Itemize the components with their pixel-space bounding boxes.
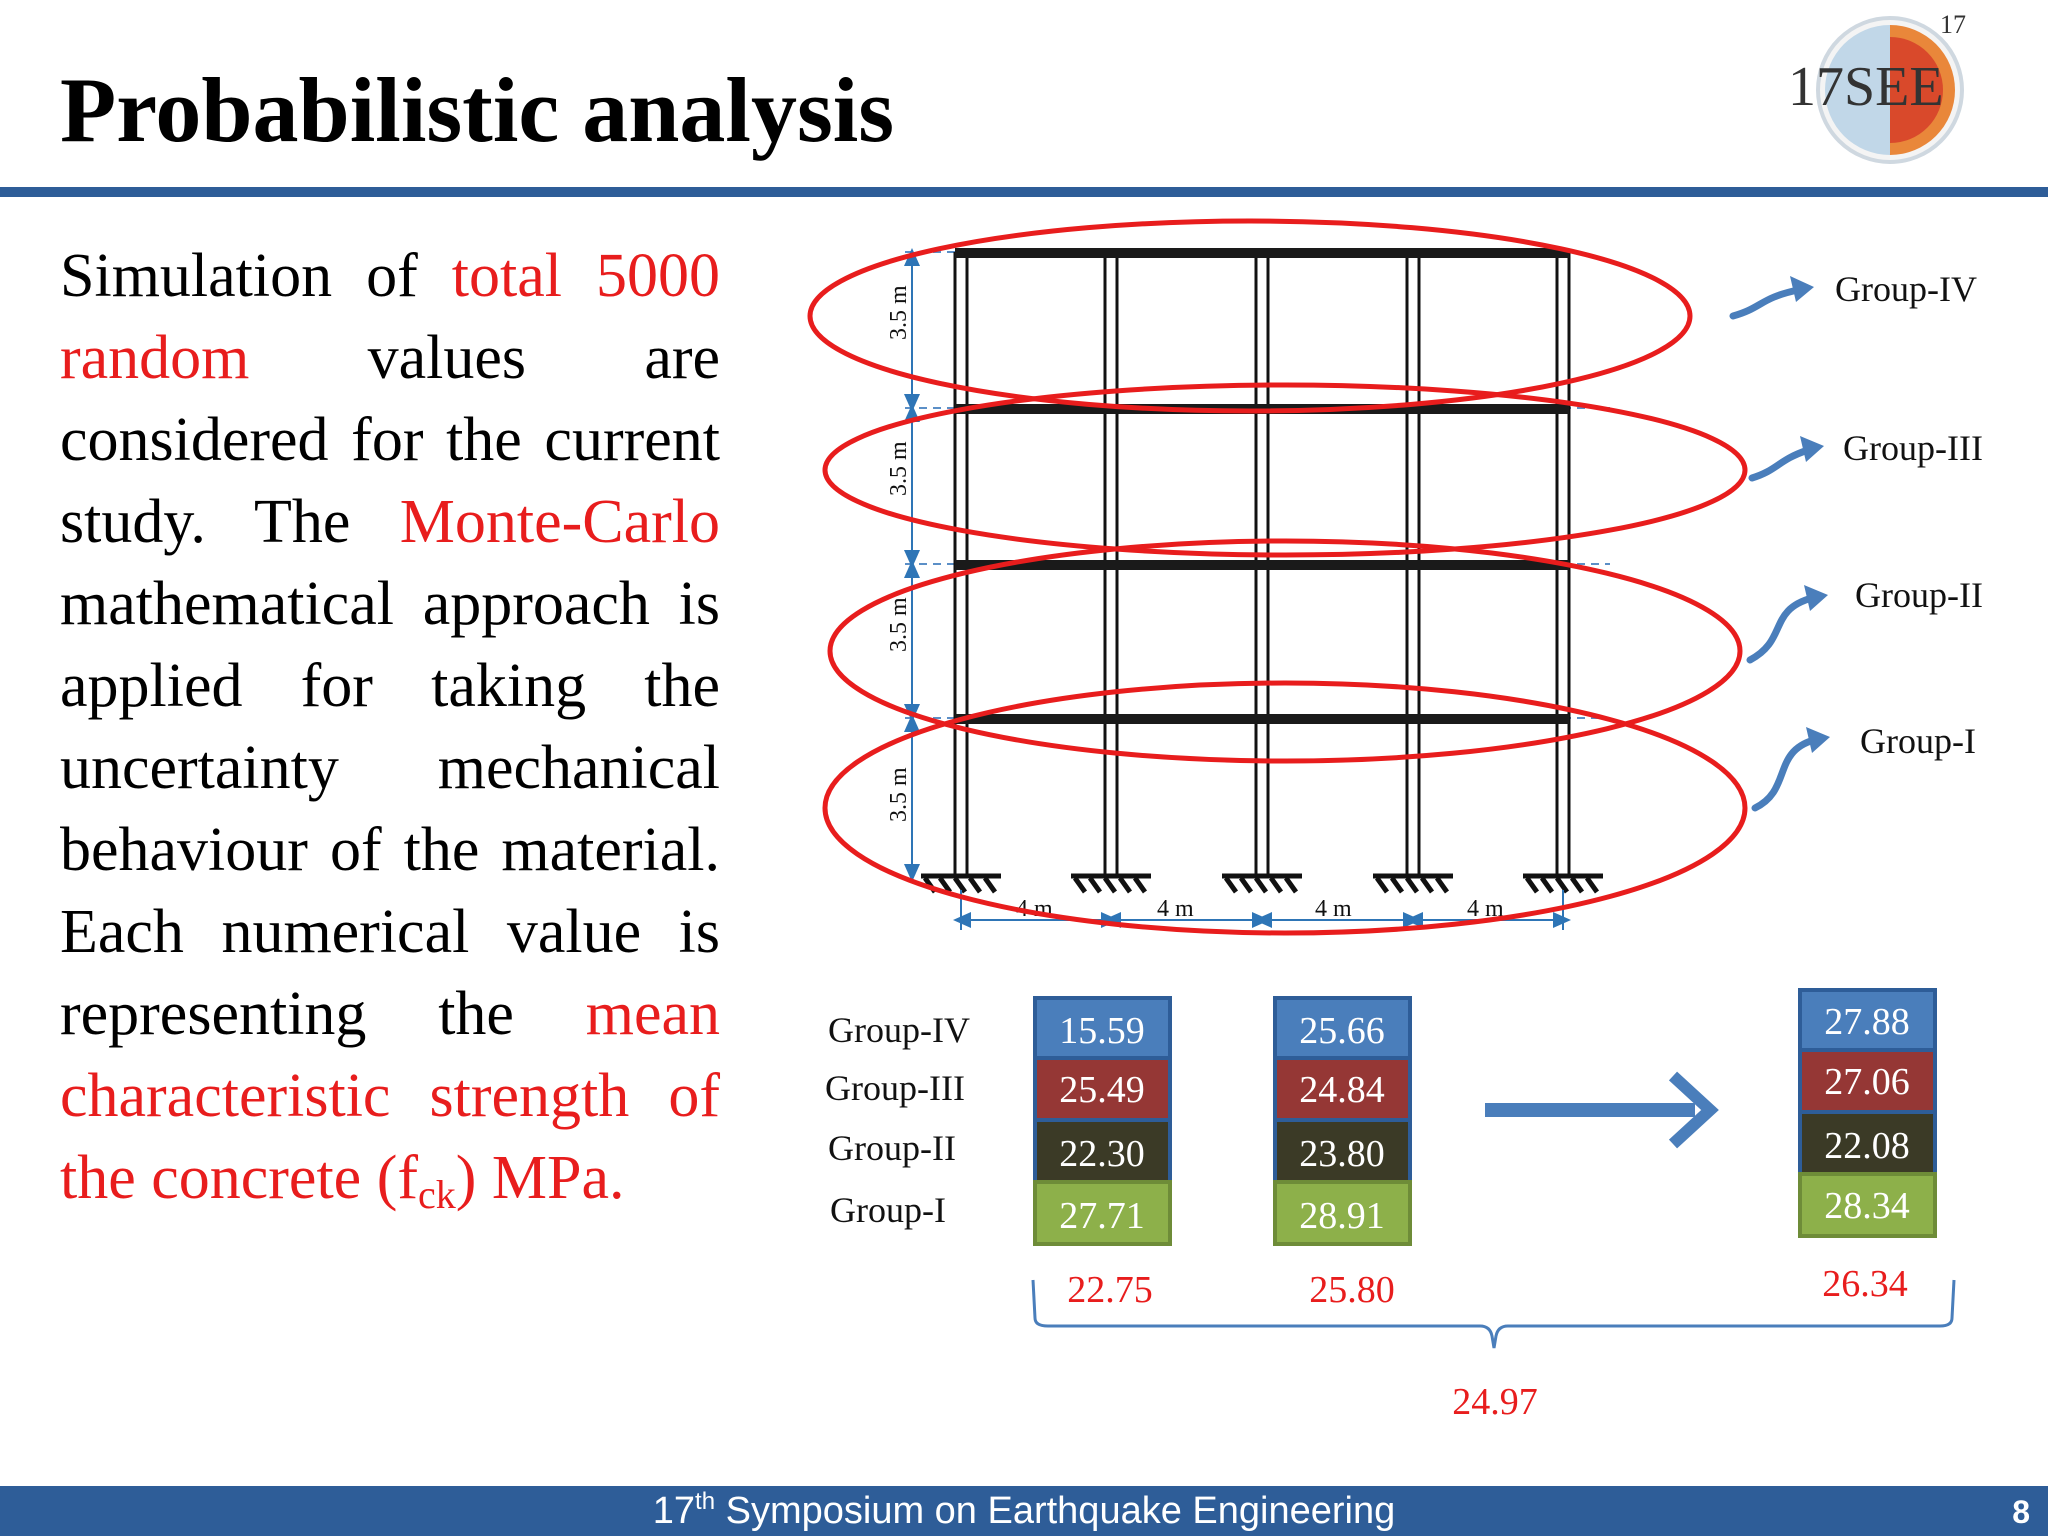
page-number: 8	[2012, 1494, 2030, 1530]
group-label-iii: Group-III	[1843, 428, 1983, 468]
column-mean-3: 26.34	[1822, 1263, 1908, 1305]
logo-small-text: 17	[1940, 10, 1966, 39]
cell-c2-group-i: 28.91	[1299, 1195, 1385, 1237]
cell-c1-group-ii: 22.30	[1059, 1133, 1145, 1175]
cell-c1-group-iii: 25.49	[1059, 1069, 1145, 1111]
slide-title: Probabilistic analysis	[60, 59, 895, 161]
cell-c3-group-i: 28.34	[1824, 1185, 1910, 1227]
row-label-group-i: Group-I	[830, 1190, 946, 1230]
bay-width-label-3: 4 m	[1315, 896, 1352, 922]
cell-c3-group-iii: 27.06	[1824, 1061, 1910, 1103]
value-column-3: 27.88 27.06 22.08 28.34	[1798, 988, 1937, 1238]
cell-c2-group-ii: 23.80	[1299, 1133, 1385, 1175]
body-text-1: Simulation of	[60, 242, 452, 310]
cell-c1-group-i: 27.71	[1059, 1195, 1145, 1237]
logo-text: 17SEE	[1788, 56, 1944, 118]
body-text-5: mathematical approach is applied for tak…	[60, 570, 720, 1048]
value-column-2: 25.66 24.84 23.80 28.91	[1273, 996, 1412, 1246]
footer-number: 17	[652, 1490, 696, 1532]
group-label-iv: Group-IV	[1835, 269, 1977, 309]
symposium-logo: 17SEE 17	[1788, 10, 1966, 164]
body-highlight-montecarlo: Monte-Carlo	[399, 488, 720, 556]
column-mean-2: 25.80	[1309, 1269, 1395, 1311]
story-height-label-4: 3.5 m	[886, 285, 912, 340]
story-height-label-2: 3.5 m	[886, 597, 912, 652]
body-subscript-ck: ck	[417, 1172, 456, 1217]
frame-and-table-diagram: 3.5 m 3.5 m 3.5 m 3.5 m 4 m 4 m 4 m 4 m	[807, 218, 1983, 1423]
right-arrow-icon	[1485, 1071, 1719, 1149]
body-highlight-strength: mean characteristic strength of the conc…	[60, 980, 720, 1212]
column-mean-1: 22.75	[1067, 1269, 1153, 1311]
group-ellipses	[807, 218, 1748, 936]
group-label-i: Group-I	[1860, 721, 1976, 761]
story-height-label-1: 3.5 m	[886, 767, 912, 822]
frame-structure: 3.5 m 3.5 m 3.5 m 3.5 m 4 m 4 m 4 m 4 m	[886, 248, 1610, 930]
cell-c2-group-iv: 25.66	[1299, 1010, 1385, 1052]
footer-title: 17th Symposium on Earthquake Engineering	[0, 1490, 2048, 1533]
overall-mean: 24.97	[1452, 1381, 1538, 1423]
bay-width-label-2: 4 m	[1157, 896, 1194, 922]
cell-c3-group-ii: 22.08	[1824, 1125, 1910, 1167]
row-label-group-iii: Group-III	[825, 1068, 965, 1108]
row-label-group-iv: Group-IV	[828, 1010, 970, 1050]
title-divider	[0, 187, 2048, 197]
story-height-label-3: 3.5 m	[886, 441, 912, 496]
footer-ordinal: th	[695, 1488, 716, 1515]
cell-c3-group-iv: 27.88	[1824, 1001, 1910, 1043]
footer-event-name: Symposium on Earthquake Engineering	[715, 1490, 1396, 1532]
cell-c1-group-iv: 15.59	[1059, 1010, 1145, 1052]
footer-bar: 17th Symposium on Earthquake Engineering…	[0, 1486, 2048, 1536]
body-highlight-mpa: ) MPa.	[455, 1144, 625, 1212]
cell-c2-group-iii: 24.84	[1299, 1069, 1385, 1111]
row-label-group-ii: Group-II	[828, 1128, 956, 1168]
value-column-1: 15.59 25.49 22.30 27.71	[1033, 996, 1172, 1246]
body-text-3: values are considered for the current st…	[60, 324, 720, 556]
group-label-ii: Group-II	[1855, 575, 1983, 615]
body-highlight-random: total 5000 random	[60, 242, 720, 392]
overall-brace	[1031, 1279, 1956, 1349]
body-paragraph: Simulation of total 5000 random values a…	[60, 235, 720, 1219]
